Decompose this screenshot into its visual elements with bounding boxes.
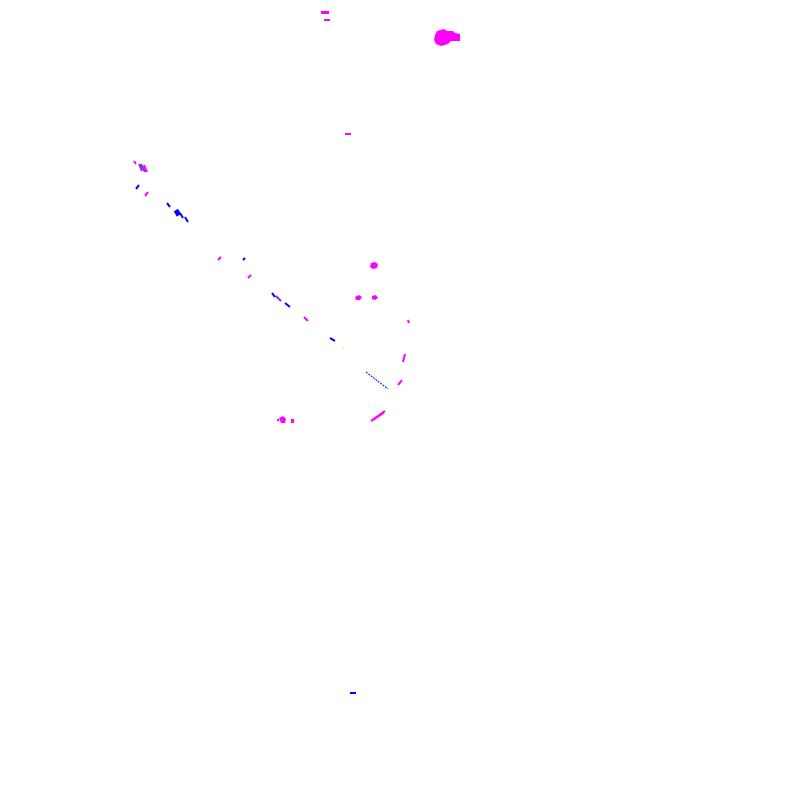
map-feature (370, 262, 378, 269)
map-feature (275, 295, 282, 302)
map-feature (329, 337, 336, 342)
map-feature (407, 319, 410, 324)
map-feature (179, 212, 184, 219)
map-feature (402, 353, 406, 363)
map-feature (434, 29, 460, 46)
map-feature (372, 295, 378, 300)
map-feature (133, 160, 137, 165)
map-feature (277, 419, 279, 421)
map-feature (373, 412, 385, 421)
map-feature (324, 19, 330, 21)
map-feature (184, 216, 189, 223)
map-feature (365, 371, 389, 390)
map-feature (342, 347, 344, 349)
map-feature (303, 316, 309, 322)
map-feature (143, 164, 148, 173)
map-feature (217, 256, 222, 261)
map-feature (321, 11, 329, 14)
map-feature (247, 274, 252, 279)
map-feature (291, 419, 294, 423)
map-feature (397, 379, 403, 386)
map-feature (370, 410, 386, 422)
map-feature (173, 208, 182, 217)
map-feature (138, 163, 143, 172)
map-feature (355, 295, 362, 300)
map-feature (279, 416, 286, 423)
map-feature (140, 163, 146, 173)
map-feature (166, 202, 171, 208)
map-feature (242, 257, 246, 261)
map-feature (135, 184, 140, 190)
map-feature (284, 302, 291, 308)
map-feature (350, 692, 356, 694)
map-feature (345, 133, 351, 135)
map-feature (144, 191, 149, 197)
map-feature (271, 292, 276, 298)
